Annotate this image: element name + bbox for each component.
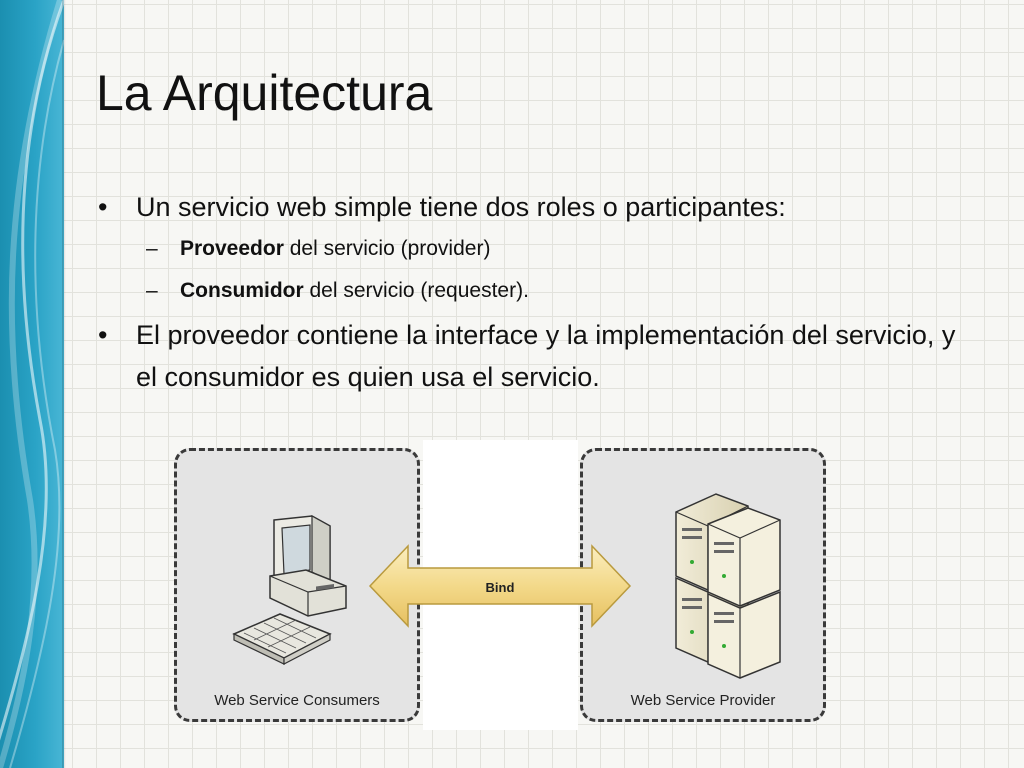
bullet-dot-icon: •	[98, 192, 108, 222]
bullet-list: • Un servicio web simple tiene dos roles…	[96, 186, 976, 398]
subbullet-bold-term: Consumidor	[180, 279, 304, 302]
dash-icon: –	[146, 237, 158, 260]
bind-arrow-icon	[368, 544, 632, 628]
subbullet-text: del servicio (provider)	[283, 237, 491, 260]
provider-panel: Web Service Provider	[580, 448, 826, 722]
bullet-item: • Un servicio web simple tiene dos roles…	[96, 186, 976, 228]
subbullet-text: del servicio (requester).	[303, 279, 529, 302]
bullet-item: • El proveedor contiene la interface y l…	[96, 314, 976, 398]
slide-title: La Arquitectura	[96, 65, 433, 121]
swirl-decoration-icon	[0, 0, 64, 768]
bullet-text: El proveedor contiene la interface y la …	[136, 320, 956, 392]
server-rack-icon	[675, 493, 781, 679]
provider-label: Web Service Provider	[630, 692, 776, 709]
subbullet-item: – Proveedor del servicio (provider)	[96, 228, 976, 270]
subbullet-bold-term: Proveedor	[180, 237, 284, 260]
subbullet-item: – Consumidor del servicio (requester).	[96, 270, 976, 312]
bullet-dot-icon: •	[98, 320, 108, 350]
side-band-shadow	[62, 0, 66, 768]
bullet-text: Un servicio web simple tiene dos roles o…	[136, 192, 786, 222]
bind-label: Bind	[485, 580, 515, 595]
architecture-diagram: Web Service Consumers Web Service Provid…	[170, 440, 834, 730]
diagram-graphics	[232, 493, 781, 679]
side-decoration-band	[0, 0, 64, 768]
consumer-label: Web Service Consumers	[214, 692, 380, 709]
desktop-computer-icon	[232, 514, 347, 665]
dash-icon: –	[146, 279, 158, 302]
